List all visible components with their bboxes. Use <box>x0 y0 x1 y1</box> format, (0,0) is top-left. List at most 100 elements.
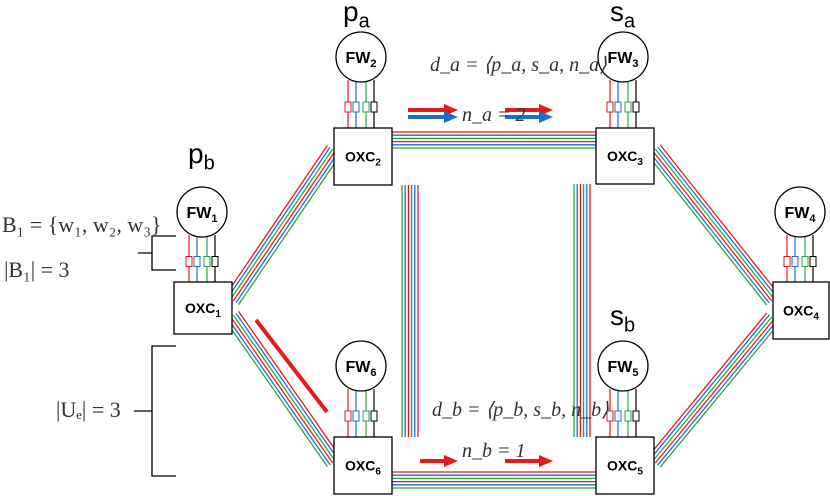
oxc3-label-sub: 3 <box>637 157 643 168</box>
fw2-port-1 <box>344 101 352 113</box>
fiber-links <box>224 131 780 489</box>
fw2-label: FW2 <box>346 50 377 70</box>
fw1-label: FW1 <box>187 205 218 225</box>
ue-brace-path <box>134 345 176 477</box>
fw3-label-sub: 3 <box>632 58 638 70</box>
oxc6-label: OXC6 <box>345 458 381 478</box>
link-oxc1-oxc6-lambda-6 <box>224 320 328 467</box>
oxc5-box <box>595 436 655 495</box>
ue-size-label: |Uₑ| = 3 <box>56 397 121 422</box>
link-oxc1-oxc2-lambda-6 <box>238 154 342 305</box>
fw5-port-4 <box>632 410 640 422</box>
link-oxc1-oxc2 <box>224 145 342 305</box>
demand-b-right <box>505 455 553 467</box>
oxc4-label-sub: 4 <box>813 312 819 323</box>
oxc6-node: OXC6 <box>333 436 393 495</box>
fw5-circle <box>597 340 649 392</box>
link-oxc1-oxc2-lambda-5 <box>235 152 339 304</box>
link-oxc3-oxc4-lambda-3 <box>654 148 775 300</box>
fw3-label: FW3 <box>608 50 639 70</box>
fw3-node: FW3 <box>597 31 649 83</box>
fw3-port-1 <box>606 101 614 113</box>
link-oxc5-oxc4-lambda-2 <box>649 314 770 460</box>
demand-b-count: n_b = 1 <box>462 440 526 462</box>
fw1-circle <box>176 186 228 238</box>
fw1-node: FW1 <box>176 186 228 238</box>
demand-a-label: d_a = ⟨p_a, s_a, n_a⟩ <box>430 54 607 76</box>
fw6-port-1 <box>344 410 352 422</box>
fw3-port-4 <box>632 101 640 113</box>
link-oxc5-oxc4-lambda-4 <box>654 318 775 464</box>
fw4-ports <box>783 235 817 282</box>
link-oxc1-oxc6-lambda-3 <box>232 314 336 462</box>
label-pa: pa <box>343 0 370 33</box>
fw6-port-3 <box>362 410 370 422</box>
link-oxc2-oxc6 <box>401 185 419 437</box>
link-oxc5-oxc4-lambda-3 <box>652 316 773 462</box>
b1-set-label: B₁ = {w₁, w₂, w₃} <box>2 212 162 237</box>
link-oxc1-oxc2-lambda-3 <box>230 148 334 300</box>
oxc2-node: OXC2 <box>333 127 393 186</box>
fw5-node: FW5 <box>597 340 649 392</box>
link-oxc1-oxc2-lambda-4 <box>232 150 336 302</box>
fw2-node: FW2 <box>335 31 387 83</box>
fw4-port-1 <box>783 256 791 267</box>
link-oxc1-oxc6-lambda-4 <box>230 316 334 464</box>
fw2-ports <box>344 80 378 128</box>
oxc3-node: OXC3 <box>595 127 655 185</box>
demand-a-left-blue-head <box>444 111 458 123</box>
b1-brace-path <box>138 235 176 271</box>
oxc1-box <box>173 281 233 335</box>
demand-b-label: d_b = ⟨p_b, s_b, n_b⟩ <box>432 399 609 421</box>
fw6-label: FW6 <box>346 359 377 379</box>
link-oxc1-oxc6-lambda-2 <box>235 312 339 460</box>
oxc4-label: OXC4 <box>783 303 819 323</box>
oxc5-label: OXC5 <box>607 458 643 478</box>
oxc1-label-sub: 1 <box>215 309 221 320</box>
link-oxc5-oxc4-lambda-1 <box>647 312 768 458</box>
label-sb: sb <box>610 300 636 337</box>
ports-layer <box>185 80 817 437</box>
link-oxc3-oxc4-lambda-4 <box>652 150 773 302</box>
fw5-port-2 <box>614 410 622 422</box>
fw3-ports <box>606 80 640 128</box>
fw1-ports <box>185 235 219 282</box>
oxc5-label-sub: 5 <box>637 467 643 478</box>
fw2-label-sub: 2 <box>370 58 376 70</box>
fw4-label-sub: 4 <box>809 213 816 225</box>
demand-b-left-head <box>444 455 458 467</box>
fw2-circle <box>335 31 387 83</box>
link-oxc3-oxc4-lambda-2 <box>657 146 778 298</box>
fw6-port-2 <box>352 410 360 422</box>
label-pb: pb <box>188 138 215 175</box>
oxc1-node: OXC1 <box>173 281 233 335</box>
b1-size-label: |B₁| = 3 <box>4 257 70 282</box>
fw6-circle <box>335 340 387 392</box>
fw1-port-4 <box>211 256 219 267</box>
annotation-layer <box>134 104 553 477</box>
demand-b-left <box>420 455 458 467</box>
demand-b-route-highlight <box>254 318 329 414</box>
fw5-port-1 <box>606 410 614 422</box>
fw6-ports <box>344 389 378 437</box>
fw4-label: FW4 <box>785 205 817 225</box>
oxc2-label-sub: 2 <box>375 158 381 169</box>
fw4-node: FW4 <box>774 186 826 238</box>
oxc5-node: OXC5 <box>595 436 655 495</box>
link-oxc1-oxc6 <box>224 311 342 467</box>
fw1-port-1 <box>185 256 193 267</box>
fw5-ports <box>606 389 640 437</box>
link-oxc5-oxc4 <box>647 312 780 468</box>
ue-brace <box>134 345 176 477</box>
fw5-label: FW5 <box>608 359 639 379</box>
fw4-circle <box>774 186 826 238</box>
demand-a-right-blue-head <box>539 111 553 123</box>
oxc4-node: OXC4 <box>772 281 830 340</box>
fw5-port-3 <box>624 410 632 422</box>
link-oxc3-oxc5 <box>573 184 591 437</box>
link-oxc5-oxc4-lambda-5 <box>657 320 778 466</box>
fw5-label-sub: 5 <box>632 367 638 379</box>
link-oxc3-oxc4 <box>647 144 780 306</box>
